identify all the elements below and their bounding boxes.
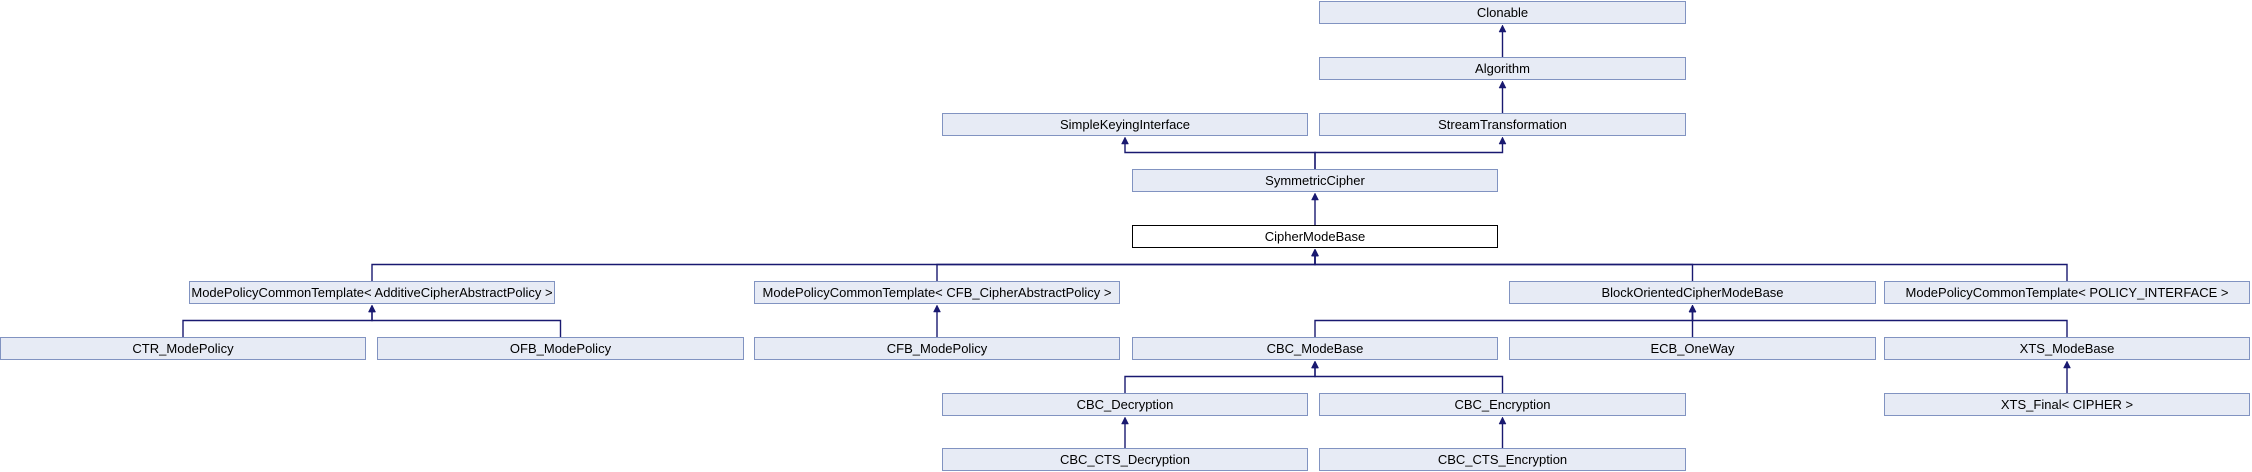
class-node-mpct_cfb[interactable]: ModePolicyCommonTemplate< CFB_CipherAbst… [754,281,1120,304]
class-node-cbc_cts_decryption[interactable]: CBC_CTS_Decryption [942,448,1308,471]
class-node-block_oriented[interactable]: BlockOrientedCipherModeBase [1509,281,1876,304]
class-node-cbc_cts_encryption[interactable]: CBC_CTS_Encryption [1319,448,1686,471]
class-node-mpct_policy[interactable]: ModePolicyCommonTemplate< POLICY_INTERFA… [1884,281,2250,304]
class-node-stream_transformation[interactable]: StreamTransformation [1319,113,1686,136]
class-node-cbc_decryption[interactable]: CBC_Decryption [942,393,1308,416]
class-node-cbc_mode_base[interactable]: CBC_ModeBase [1132,337,1498,360]
class-node-cfb_mode_policy[interactable]: CFB_ModePolicy [754,337,1120,360]
class-node-ofb_mode_policy[interactable]: OFB_ModePolicy [377,337,744,360]
class-node-cbc_encryption[interactable]: CBC_Encryption [1319,393,1686,416]
class-node-ctr_mode_policy[interactable]: CTR_ModePolicy [0,337,366,360]
class-node-xts_mode_base[interactable]: XTS_ModeBase [1884,337,2250,360]
class-node-ecb_one_way[interactable]: ECB_OneWay [1509,337,1876,360]
class-node-cipher_mode_base: CipherModeBase [1132,225,1498,248]
class-node-xts_final[interactable]: XTS_Final< CIPHER > [1884,393,2250,416]
class-node-clonable[interactable]: Clonable [1319,1,1686,24]
class-node-algorithm[interactable]: Algorithm [1319,57,1686,80]
class-node-mpct_additive[interactable]: ModePolicyCommonTemplate< AdditiveCipher… [189,281,555,304]
class-node-simple_keying_interface[interactable]: SimpleKeyingInterface [942,113,1308,136]
class-node-symmetric_cipher[interactable]: SymmetricCipher [1132,169,1498,192]
